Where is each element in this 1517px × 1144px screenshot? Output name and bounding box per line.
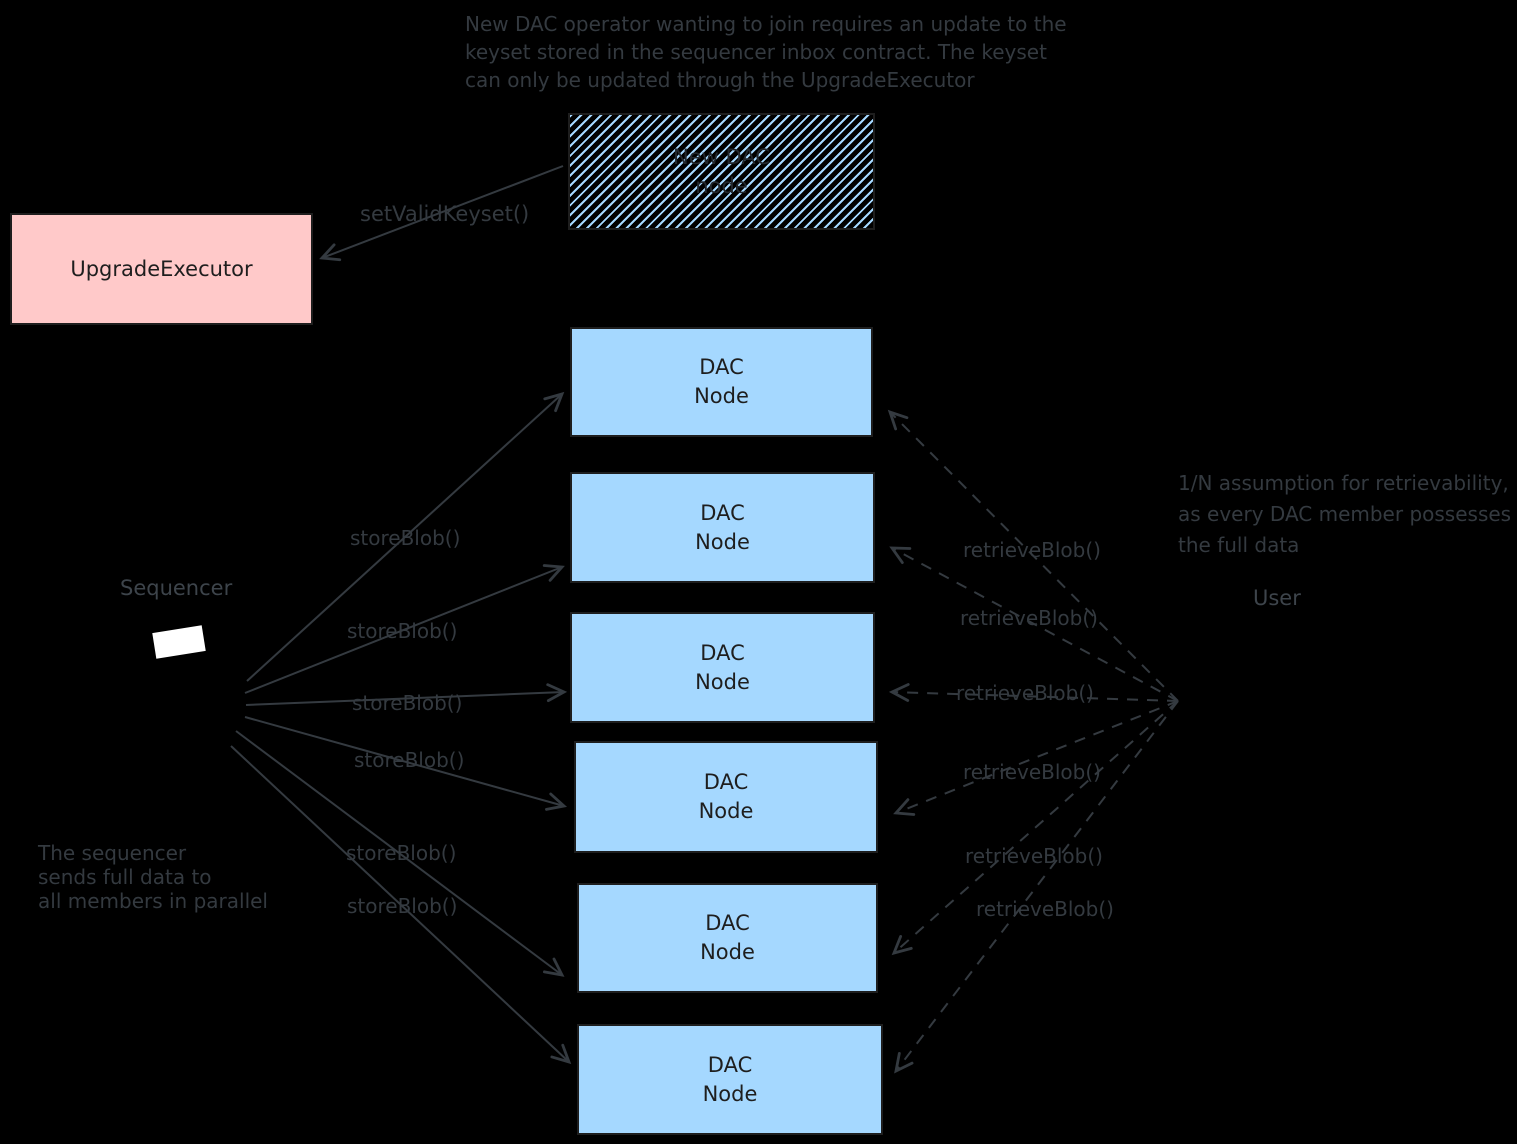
right-annotation: 1/N assumption for retrievability, as ev…: [1178, 468, 1511, 561]
top-annotation: New DAC operator wanting to join require…: [465, 10, 1067, 94]
retrieve-blob-arrow-5: [891, 700, 1179, 956]
store-blob-arrow-6: [230, 745, 572, 1065]
dac-node-box-4: DAC Node: [574, 741, 878, 853]
set-valid-keyset-label: setValidKeyset(): [360, 202, 530, 226]
dac-node-label-line2: Node: [695, 529, 750, 554]
dac-node-label-line2: Node: [694, 384, 749, 408]
store-blob-label-6: storeBlob(): [347, 894, 458, 918]
retrieve-blob-arrow-4: [893, 700, 1179, 816]
store-blob-arrow-4: [244, 716, 568, 811]
dac-node-label-line1: DAC: [705, 911, 750, 935]
new-dac-node-label-line2: node: [695, 173, 748, 198]
store-blob-label-2: storeBlob(): [347, 619, 458, 643]
dac-node-box-2: DAC Node: [570, 472, 875, 583]
user-label: User: [1253, 586, 1301, 610]
store-blob-arrow-3: [245, 683, 568, 706]
upgrade-executor-label: UpgradeExecutor: [70, 256, 253, 281]
retrieve-blob-arrow-1: [887, 409, 1179, 702]
store-blob-arrow-2: [244, 564, 565, 694]
store-blob-label-1: storeBlob(): [350, 526, 461, 550]
top-annotation-line: New DAC operator wanting to join require…: [465, 12, 1067, 36]
new-dac-node-label-line1: New DAC: [673, 144, 770, 169]
retrieve-blob-label-3: retrieveBlob(): [956, 681, 1094, 705]
dac-node-label-line1: DAC: [707, 1052, 753, 1077]
retrieve-blob-label-4: retrieveBlob(): [963, 760, 1101, 784]
dac-node-box-6: DAC Node: [577, 1024, 883, 1135]
store-blob-label-3: storeBlob(): [352, 691, 463, 715]
bottom-left-annotation-line: The sequencer: [38, 841, 187, 865]
store-blob-arrow-5: [235, 730, 565, 977]
store-blob-label-5: storeBlob(): [346, 841, 457, 865]
bottom-left-annotation-line: all members in parallel: [38, 889, 268, 913]
dac-node-label-line2: Node: [702, 1081, 758, 1106]
dac-node-box-5: DAC Node: [577, 883, 878, 993]
dac-node-label-line1: DAC: [700, 500, 745, 525]
dac-node-label-line2: Node: [698, 799, 754, 823]
bottom-left-annotation-line: sends full data to: [38, 865, 212, 889]
retrieve-blob-arrow-2: [889, 546, 1179, 702]
dac-node-label-line1: DAC: [700, 640, 745, 665]
dac-node-label-line1: DAC: [703, 770, 749, 794]
top-annotation-line: can only be updated through the UpgradeE…: [465, 68, 975, 92]
dac-node-box-3: DAC Node: [570, 612, 875, 723]
right-annotation-line: as every DAC member possesses: [1178, 502, 1512, 526]
sequencer-label: Sequencer: [120, 576, 233, 600]
retrieve-blob-label-1: retrieveBlob(): [963, 538, 1101, 562]
upgrade-executor-box: UpgradeExecutor: [10, 213, 313, 325]
set-valid-keyset-arrow: [319, 165, 564, 262]
new-dac-node-box: New DAC node: [568, 113, 875, 230]
retrieve-blob-label-2: retrieveBlob(): [960, 606, 1098, 630]
retrieve-blob-arrow-6: [894, 700, 1179, 1074]
right-annotation-line: 1/N assumption for retrievability,: [1178, 471, 1509, 495]
right-annotation-line: the full data: [1178, 533, 1300, 557]
store-blob-label-4: storeBlob(): [354, 748, 465, 772]
dac-node-label-line2: Node: [695, 669, 750, 694]
dac-node-label-line2: Node: [700, 940, 755, 964]
retrieve-blob-label-6: retrieveBlob(): [976, 897, 1114, 921]
dac-node-label-line1: DAC: [699, 355, 744, 379]
retrieve-blob-label-5: retrieveBlob(): [965, 844, 1103, 868]
store-blob-arrow-1: [246, 391, 565, 682]
dac-node-box-1: DAC Node: [570, 327, 873, 437]
top-annotation-line: keyset stored in the sequencer inbox con…: [465, 40, 1047, 64]
bottom-left-annotation: The sequencer sends full data to all mem…: [38, 841, 268, 913]
retrieve-blob-arrow-3: [888, 683, 1179, 702]
